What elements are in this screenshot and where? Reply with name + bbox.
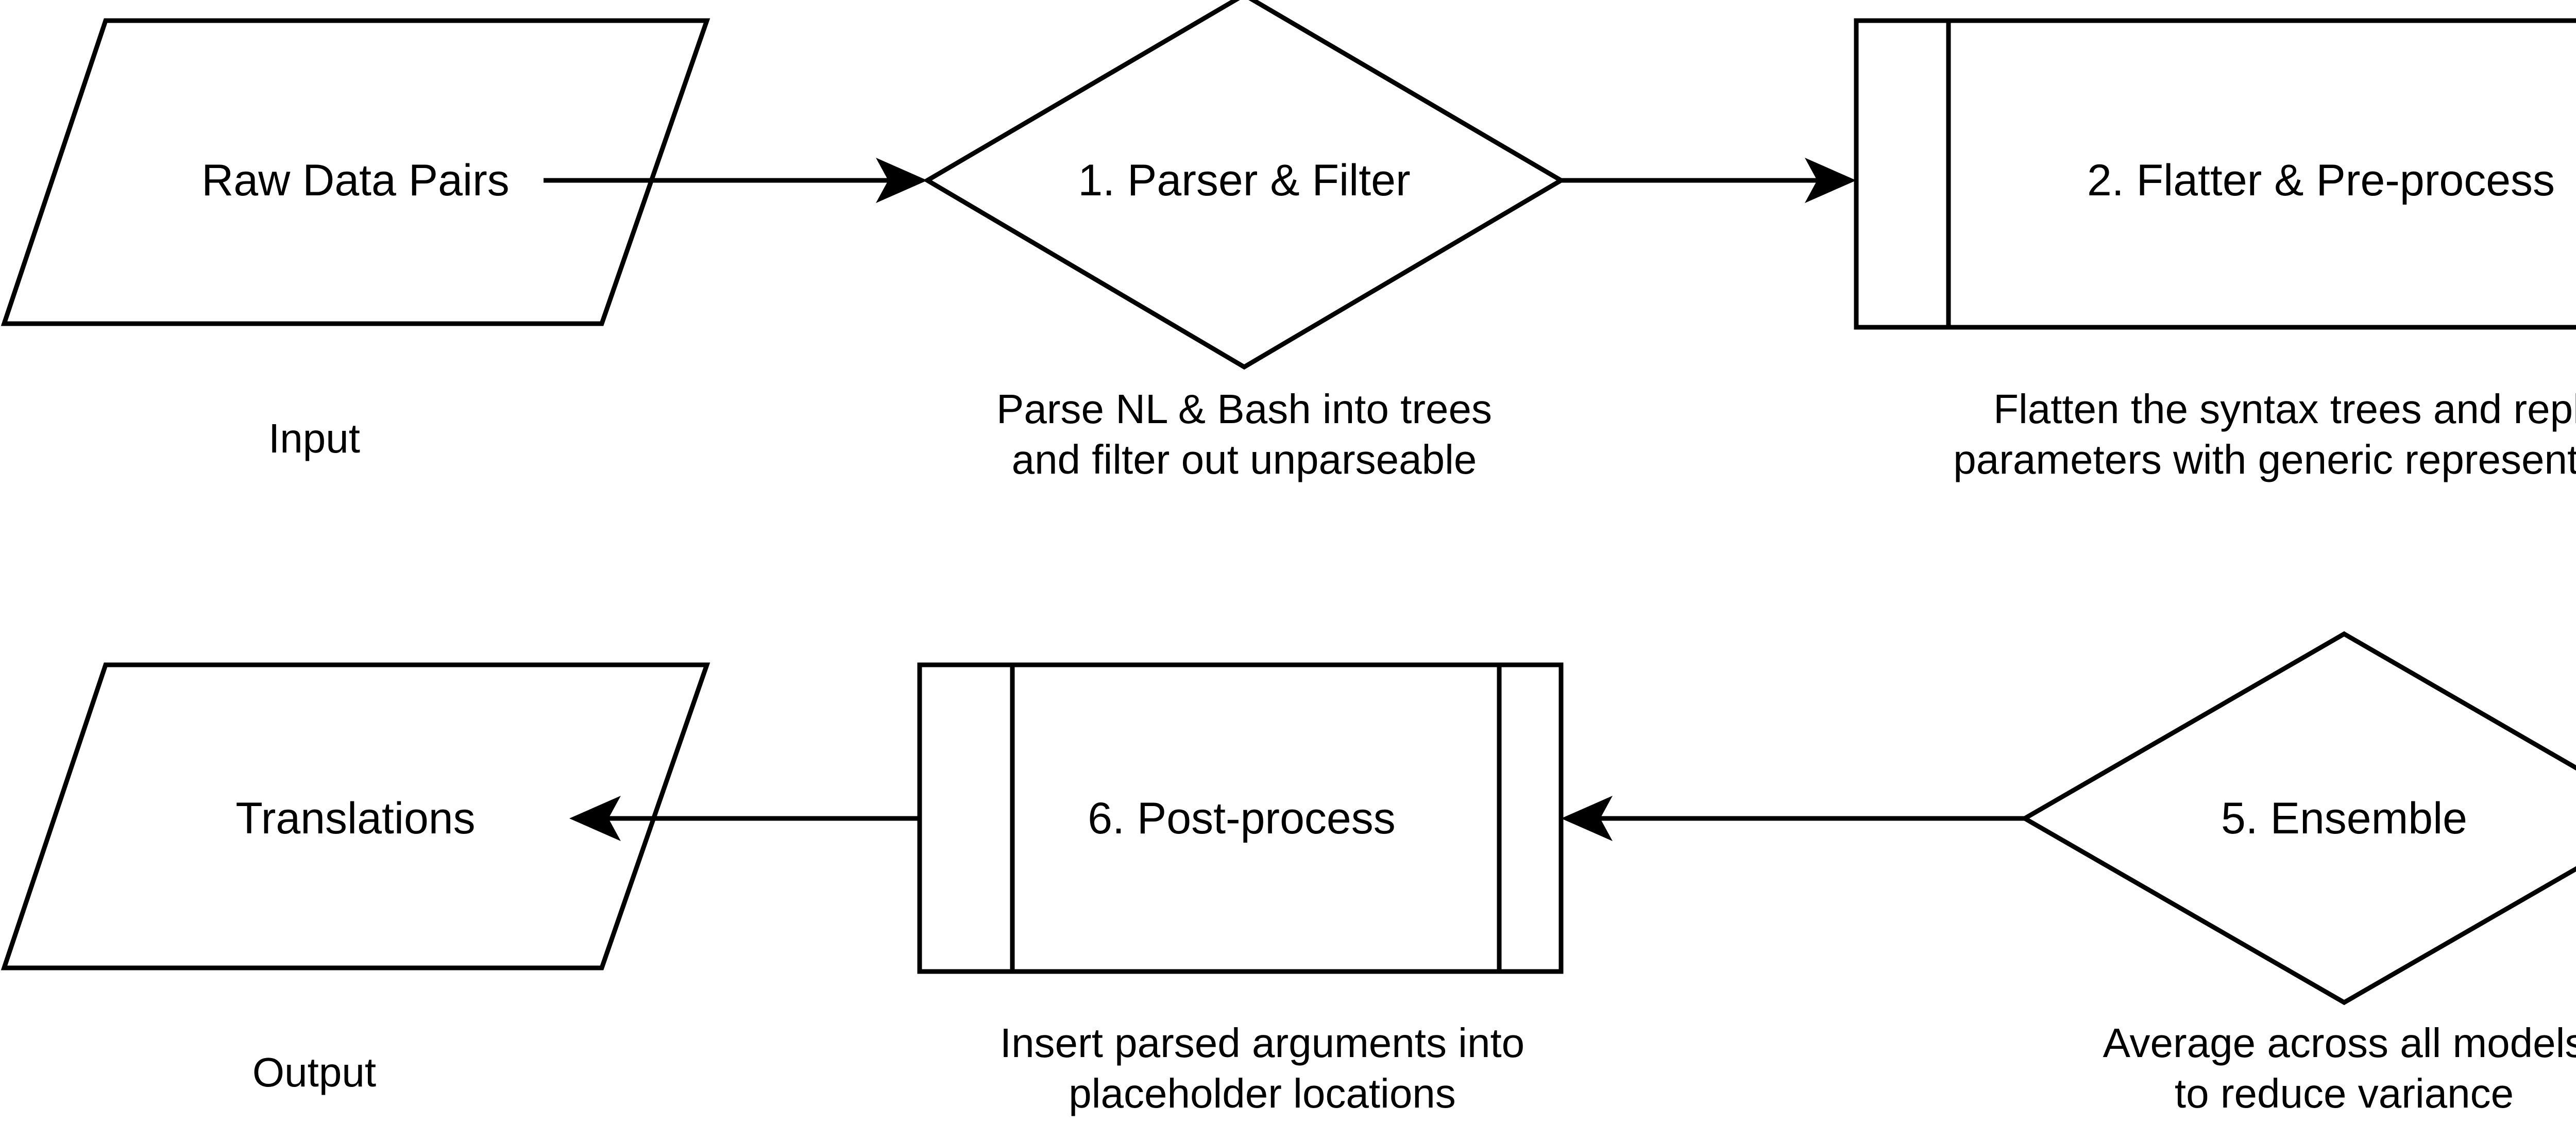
edge-step5-to-step6 <box>1561 796 2025 841</box>
caption-step5-line2: to reduce variance <box>2174 1070 2514 1116</box>
caption-step5: Average across all models to reduce vari… <box>2103 1018 2576 1118</box>
caption-step1-line1: Parse NL & Bash into trees <box>996 386 1492 432</box>
edge-input-to-step1 <box>544 158 927 203</box>
shape-step1-diamond[interactable] <box>923 0 1566 370</box>
shape-step2-box[interactable] <box>1854 18 2576 330</box>
shape-step6-box[interactable] <box>917 662 1564 974</box>
caption-step2-line2: parameters with generic representations <box>1953 436 2576 482</box>
edge-step1-to-step2 <box>1561 158 1856 203</box>
role-label-output: Output <box>252 1049 377 1095</box>
caption-step2: Flatten the syntax trees and replace par… <box>1953 384 2576 484</box>
role-label-input: Input <box>268 415 360 461</box>
caption-step1-line2: and filter out unparseable <box>1011 436 1477 482</box>
caption-step2-line1: Flatten the syntax trees and replace <box>1993 386 2576 432</box>
caption-step6-line1: Insert parsed arguments into <box>999 1020 1525 1066</box>
edge-step6-to-output <box>569 796 920 841</box>
shape-input-parallelogram[interactable] <box>1 18 710 326</box>
shape-step5-diamond[interactable] <box>2020 631 2576 1006</box>
caption-step6-line2: placeholder locations <box>1069 1070 1456 1116</box>
shape-output-parallelogram[interactable] <box>1 662 710 970</box>
caption-step6: Insert parsed arguments into placeholder… <box>1000 1018 1524 1118</box>
caption-step1: Parse NL & Bash into trees and filter ou… <box>996 384 1492 484</box>
caption-step5-line1: Average across all models <box>2103 1020 2576 1066</box>
